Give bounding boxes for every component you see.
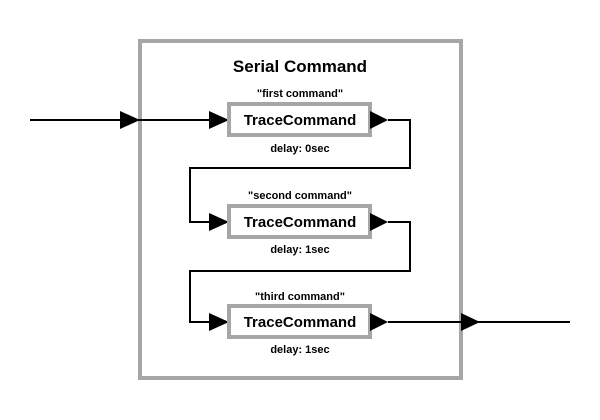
command-3-delay: delay: 1sec: [270, 344, 329, 356]
command-node-2: "second command" TraceCommand delay: 1se…: [227, 190, 388, 256]
command-1-label: TraceCommand: [244, 112, 357, 129]
command-node-3: "third command" TraceCommand delay: 1sec: [227, 291, 388, 356]
command-3-label: TraceCommand: [244, 314, 357, 331]
input-arrowhead: [120, 111, 140, 129]
command-2-box: [227, 204, 372, 239]
command-3-caption: "third command": [255, 291, 345, 303]
command-2-caption: "second command": [248, 190, 352, 202]
command-3-output-arrowhead: [370, 313, 388, 331]
connector-2-to-3: [189, 221, 411, 331]
command-2-label: TraceCommand: [244, 214, 357, 231]
command-1-caption: "first command": [257, 88, 343, 100]
command-1-delay: delay: 0sec: [270, 143, 329, 155]
output-arrowhead: [461, 313, 480, 331]
arrowhead-into-command-3: [209, 313, 229, 331]
serial-command-container: [138, 39, 463, 380]
connector-1-to-2: [189, 119, 411, 231]
input-connector: [30, 111, 229, 129]
command-2-output-arrowhead: [370, 213, 388, 231]
output-connector: [388, 313, 570, 331]
command-node-1: "first command" TraceCommand delay: 0sec: [227, 88, 388, 155]
arrowhead-into-command-1: [209, 111, 229, 129]
command-2-delay: delay: 1sec: [270, 244, 329, 256]
command-1-box: [227, 102, 372, 137]
arrowhead-into-command-2: [209, 213, 229, 231]
command-1-output-arrowhead: [370, 111, 388, 129]
container-title: Serial Command: [233, 57, 367, 76]
